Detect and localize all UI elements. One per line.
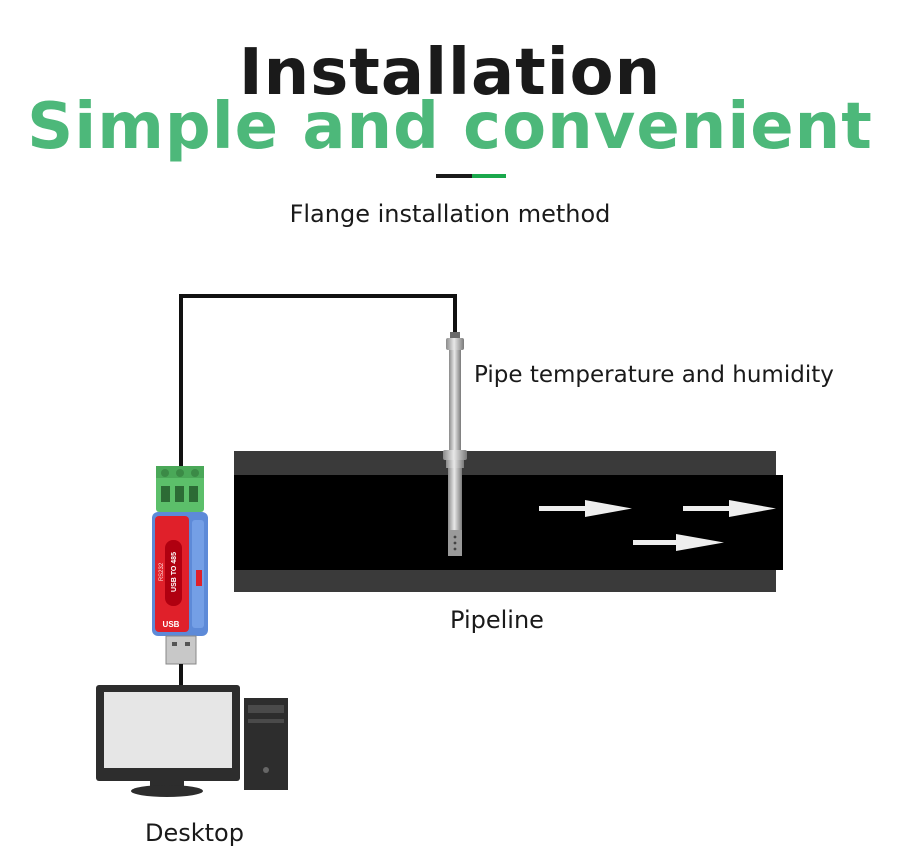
- converter-text-rs232: RS232: [159, 562, 165, 581]
- arrow-right-icon: [539, 500, 632, 517]
- label-sensor: Pipe temperature and humidity: [474, 362, 834, 388]
- converter-text-usb: USB: [163, 620, 180, 629]
- subtitle-flange-installation: Flange installation method: [289, 200, 611, 228]
- converter-text-usb-to-485: USB TO 485: [171, 552, 178, 592]
- temperature-humidity-probe-icon: [443, 332, 467, 556]
- arrow-right-icon: [683, 500, 776, 517]
- label-pipeline: Pipeline: [450, 606, 544, 634]
- usb-to-485-converter-icon: USB TO 485 RS232 USB: [152, 466, 208, 665]
- pipe-bottom-wall: [234, 570, 776, 592]
- label-desktop: Desktop: [145, 819, 244, 847]
- pipe-inner: [234, 475, 783, 570]
- title-simple-and-convenient: Simple and convenient: [27, 90, 873, 164]
- divider-green: [472, 174, 506, 178]
- title-installation: Installation: [238, 36, 662, 110]
- pipeline: [234, 451, 783, 592]
- divider-dark: [436, 174, 472, 178]
- signal-cable: [179, 294, 457, 470]
- arrow-right-icon: [633, 534, 724, 551]
- desktop-computer-icon: [96, 685, 288, 797]
- pipe-top-wall: [234, 451, 776, 475]
